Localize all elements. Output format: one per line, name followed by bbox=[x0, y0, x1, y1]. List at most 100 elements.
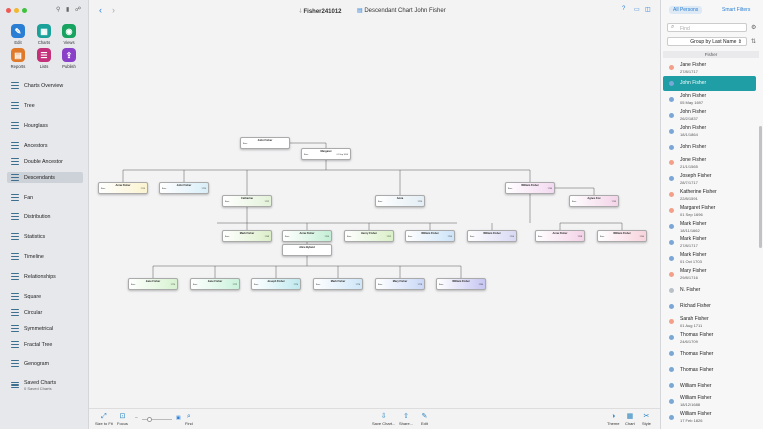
person-list-item[interactable]: Richad Fisher bbox=[663, 299, 756, 314]
sidebar-toggle-icon[interactable]: ◫ bbox=[645, 7, 651, 13]
sidebar-item-fractal-tree[interactable]: Fractal Tree bbox=[7, 339, 83, 350]
edit-chart-button[interactable]: ✎Edit bbox=[421, 413, 428, 426]
scrollbar[interactable] bbox=[759, 126, 762, 248]
person-list-item[interactable]: N. Fisher bbox=[663, 283, 756, 298]
sidebar-item-distribution[interactable]: Distribution bbox=[7, 211, 83, 222]
sidebar-item-symmetrical[interactable]: Symmetrical bbox=[7, 323, 83, 334]
sort-icon[interactable]: ⇅ bbox=[751, 39, 757, 45]
forward-button[interactable]: › bbox=[112, 5, 115, 15]
link-icon[interactable]: ⚲ bbox=[56, 7, 61, 13]
sidebar-item-fan[interactable]: Fan bbox=[7, 192, 83, 203]
group-by-select[interactable]: Group by Last Name ⇕ bbox=[667, 37, 747, 46]
zoom-slider[interactable]: − ▣ bbox=[135, 415, 181, 422]
settings-icon[interactable]: ⚙ bbox=[751, 25, 757, 31]
back-button[interactable]: ‹ bbox=[99, 5, 102, 15]
charts-button[interactable]: ▦Charts bbox=[33, 24, 55, 45]
saved-charts[interactable]: Saved Charts 0 Saved Charts bbox=[7, 378, 83, 392]
zoom-out-icon[interactable]: − bbox=[135, 415, 138, 421]
sidebar-item-genogram[interactable]: Genogram bbox=[7, 358, 83, 369]
sidebar-item-tree[interactable]: Tree bbox=[7, 100, 83, 111]
sidebar-item-hourglass[interactable]: Hourglass bbox=[7, 120, 83, 131]
find-button[interactable]: ⌕Find bbox=[185, 413, 193, 426]
zoom-thumb[interactable] bbox=[147, 417, 152, 422]
people-icon[interactable]: ☍ bbox=[75, 7, 82, 13]
reports-button[interactable]: ▤Reports bbox=[7, 48, 29, 69]
search-field[interactable]: ⌕ Find bbox=[667, 23, 747, 32]
bookmark-icon[interactable]: ▮ bbox=[66, 7, 70, 13]
sidebar-item-ancestors[interactable]: Ancestors bbox=[7, 140, 83, 151]
theme-button[interactable]: ◑Theme bbox=[607, 413, 620, 426]
sidebar-item-timeline[interactable]: Timeline bbox=[7, 251, 83, 262]
close-window-button[interactable] bbox=[6, 8, 11, 13]
search-input[interactable]: Find bbox=[680, 26, 690, 32]
help-icon[interactable]: ? bbox=[622, 6, 626, 12]
alice-card[interactable]: Alice Byland bbox=[282, 244, 332, 256]
zoom-window-button[interactable] bbox=[22, 8, 27, 13]
zoom-in-icon[interactable]: ▣ bbox=[176, 415, 181, 421]
person-list-item[interactable]: John Fisher bbox=[663, 140, 756, 155]
person-list-item[interactable]: Thomas Fisher bbox=[663, 346, 756, 361]
focus-button[interactable]: ⊡Focus bbox=[117, 413, 128, 426]
sidebar-item-charts-overview[interactable]: Charts Overview bbox=[7, 80, 83, 91]
tab-smart-filters[interactable]: Smart Filters bbox=[722, 7, 751, 13]
window-icon[interactable]: ▭ bbox=[634, 7, 640, 13]
tab-all-persons[interactable]: All Persons bbox=[669, 6, 703, 14]
views-button[interactable]: ◉Views bbox=[58, 24, 80, 45]
sidebar-item-double-ancestor[interactable]: Double Ancestor bbox=[7, 156, 83, 167]
person-list-item[interactable]: Thomas Fisher bbox=[663, 362, 756, 377]
sidebar-item-relationships[interactable]: Relationships bbox=[7, 271, 83, 282]
root-person-card[interactable]: John Fisher Born bbox=[240, 137, 290, 149]
publish-button[interactable]: ⇪Publish bbox=[58, 48, 80, 69]
save-chart-button[interactable]: ⇩Save Chart... bbox=[372, 413, 396, 426]
size-to-fit-button[interactable]: ⤢Size to Fit bbox=[95, 413, 113, 426]
sidebar-item-descendants[interactable]: Descendants bbox=[7, 172, 83, 183]
person-list-item[interactable]: John Fisher bbox=[663, 75, 756, 91]
person-list-item[interactable]: William Fisher bbox=[663, 378, 756, 393]
minimize-window-button[interactable] bbox=[14, 8, 19, 13]
lists-button[interactable]: ☰Lists bbox=[33, 48, 55, 69]
style-button[interactable]: ✂Style bbox=[642, 413, 651, 426]
sidebar-item-circular[interactable]: Circular bbox=[7, 307, 83, 318]
sidebar-item-square[interactable]: Square bbox=[7, 291, 83, 302]
chart-button[interactable]: ▦Chart bbox=[625, 413, 635, 426]
share-button[interactable]: ⇧Share... bbox=[399, 413, 414, 426]
sidebar-item-statistics[interactable]: Statistics bbox=[7, 231, 83, 242]
